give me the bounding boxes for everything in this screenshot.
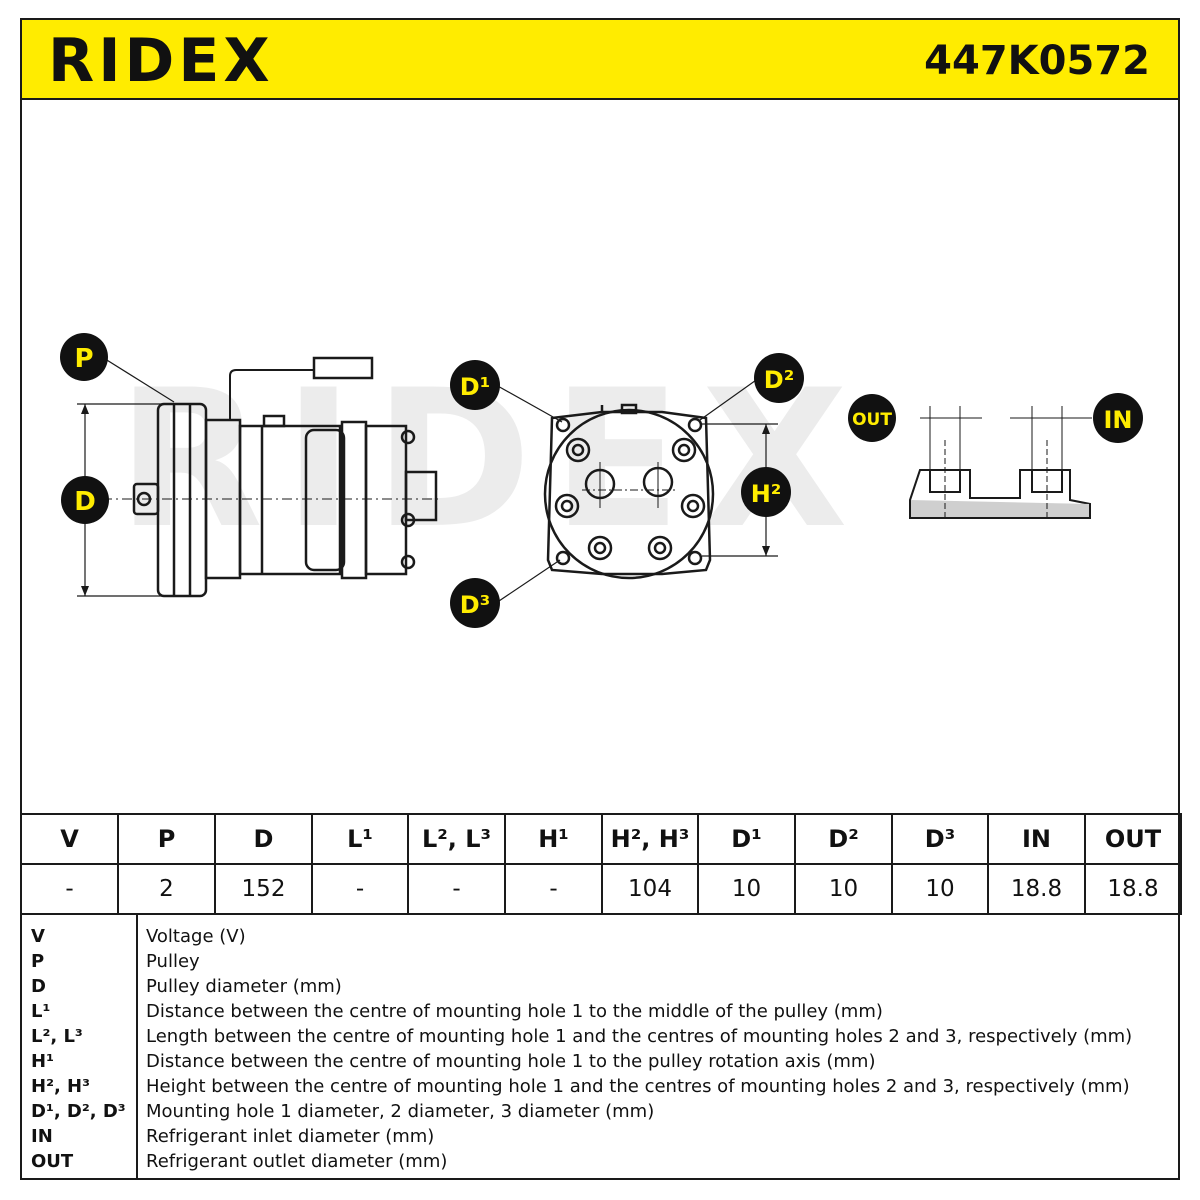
callout-d1: D¹ [450, 360, 563, 423]
drawing-svg: RIDEX [60, 333, 1143, 628]
legend-divider [136, 915, 138, 1178]
legend-desc: Voltage (V) [146, 926, 246, 947]
legend-key: IN [31, 1126, 53, 1147]
spec-value-row: - 2 152 - - - 104 10 10 10 18.8 18.8 [20, 863, 1182, 915]
callout-out-label: OUT [852, 410, 892, 430]
spec-header-cell: V [20, 813, 119, 865]
legend-desc: Mounting hole 1 diameter, 2 diameter, 3 … [146, 1101, 655, 1122]
legend-desc: Distance between the centre of mounting … [146, 1051, 876, 1072]
spec-value-cell: 18.8 [987, 863, 1086, 915]
spec-header-cell: OUT [1084, 813, 1182, 865]
callout-d1-label: D¹ [460, 373, 490, 401]
spec-value-cell: - [20, 863, 119, 915]
spec-header-cell: D³ [891, 813, 989, 865]
compressor-side-view [77, 356, 442, 598]
callout-h2: H² [741, 467, 791, 517]
legend-desc: Height between the centre of mounting ho… [146, 1076, 1130, 1097]
spec-header-cell: IN [987, 813, 1086, 865]
header-bar: RIDEX 447K0572 [20, 18, 1180, 100]
callout-h2-label: H² [751, 480, 782, 508]
legend-desc: Length between the centre of mounting ho… [146, 1026, 1133, 1047]
spec-header-row: V P D L¹ L², L³ H¹ H², H³ D¹ D² D³ IN OU… [20, 813, 1182, 865]
legend-row: H¹ Distance between the centre of mounti… [22, 1049, 1178, 1074]
callout-p-label: P [74, 344, 93, 374]
legend-key: L¹ [31, 1001, 51, 1022]
compressor-back-view [543, 403, 778, 580]
spec-header-cell: D [214, 813, 313, 865]
callout-d2: D² [699, 353, 804, 421]
legend-row: L², L³ Length between the centre of moun… [22, 1024, 1178, 1049]
legend-key: D [31, 976, 46, 997]
callout-out: OUT [848, 394, 896, 442]
legend-row: V Voltage (V) [22, 924, 1178, 949]
spec-value-cell: 152 [214, 863, 313, 915]
spec-value-cell: - [311, 863, 409, 915]
legend-key: H¹ [31, 1051, 54, 1072]
legend-key: D¹, D², D³ [31, 1101, 126, 1122]
spec-header-cell: H², H³ [601, 813, 699, 865]
spec-value-cell: - [504, 863, 603, 915]
spec-value-cell: 10 [697, 863, 796, 915]
legend-row: D Pulley diameter (mm) [22, 974, 1178, 999]
callout-in-label: IN [1103, 406, 1132, 434]
callout-p: P [60, 333, 175, 403]
legend-box: V Voltage (V) P Pulley D Pulley diameter… [20, 913, 1180, 1180]
spec-header-cell: P [117, 813, 216, 865]
spec-value-cell: 104 [601, 863, 699, 915]
legend-row: H², H³ Height between the centre of moun… [22, 1074, 1178, 1099]
legend-desc: Distance between the centre of mounting … [146, 1001, 883, 1022]
spec-header-cell: L², L³ [407, 813, 506, 865]
legend-row: OUT Refrigerant outlet diameter (mm) [22, 1149, 1178, 1174]
spec-value-cell: 10 [891, 863, 989, 915]
legend-row: D¹, D², D³ Mounting hole 1 diameter, 2 d… [22, 1099, 1178, 1124]
legend-desc: Pulley diameter (mm) [146, 976, 342, 997]
callout-d3-label: D³ [460, 591, 490, 619]
spec-value-cell: 18.8 [1084, 863, 1182, 915]
spec-value-cell: - [407, 863, 506, 915]
legend-key: V [31, 926, 45, 947]
technical-drawing: RIDEX [22, 100, 1178, 812]
spec-header-cell: D¹ [697, 813, 796, 865]
legend-desc: Pulley [146, 951, 200, 972]
spec-header-cell: H¹ [504, 813, 603, 865]
callout-d: D [61, 476, 109, 524]
legend-desc: Refrigerant inlet diameter (mm) [146, 1126, 435, 1147]
callout-d-label: D [74, 487, 96, 517]
legend-desc: Refrigerant outlet diameter (mm) [146, 1151, 448, 1172]
spec-value-cell: 10 [794, 863, 893, 915]
brand-logo: RIDEX [48, 26, 274, 96]
spec-header-cell: L¹ [311, 813, 409, 865]
callout-d3: D³ [450, 559, 561, 628]
legend-key: H², H³ [31, 1076, 91, 1097]
callout-d2-label: D² [764, 366, 794, 394]
legend-key: L², L³ [31, 1026, 83, 1047]
legend-key: P [31, 951, 45, 972]
callout-in: IN [1093, 393, 1143, 443]
port-section-view [909, 406, 1092, 520]
legend-row: IN Refrigerant inlet diameter (mm) [22, 1124, 1178, 1149]
legend-key: OUT [31, 1151, 74, 1172]
part-number: 447K0572 [924, 38, 1150, 84]
legend-row: P Pulley [22, 949, 1178, 974]
spec-table: V P D L¹ L², L³ H¹ H², H³ D¹ D² D³ IN OU… [20, 813, 1182, 915]
legend-row: L¹ Distance between the centre of mounti… [22, 999, 1178, 1024]
spec-value-cell: 2 [117, 863, 216, 915]
spec-header-cell: D² [794, 813, 893, 865]
